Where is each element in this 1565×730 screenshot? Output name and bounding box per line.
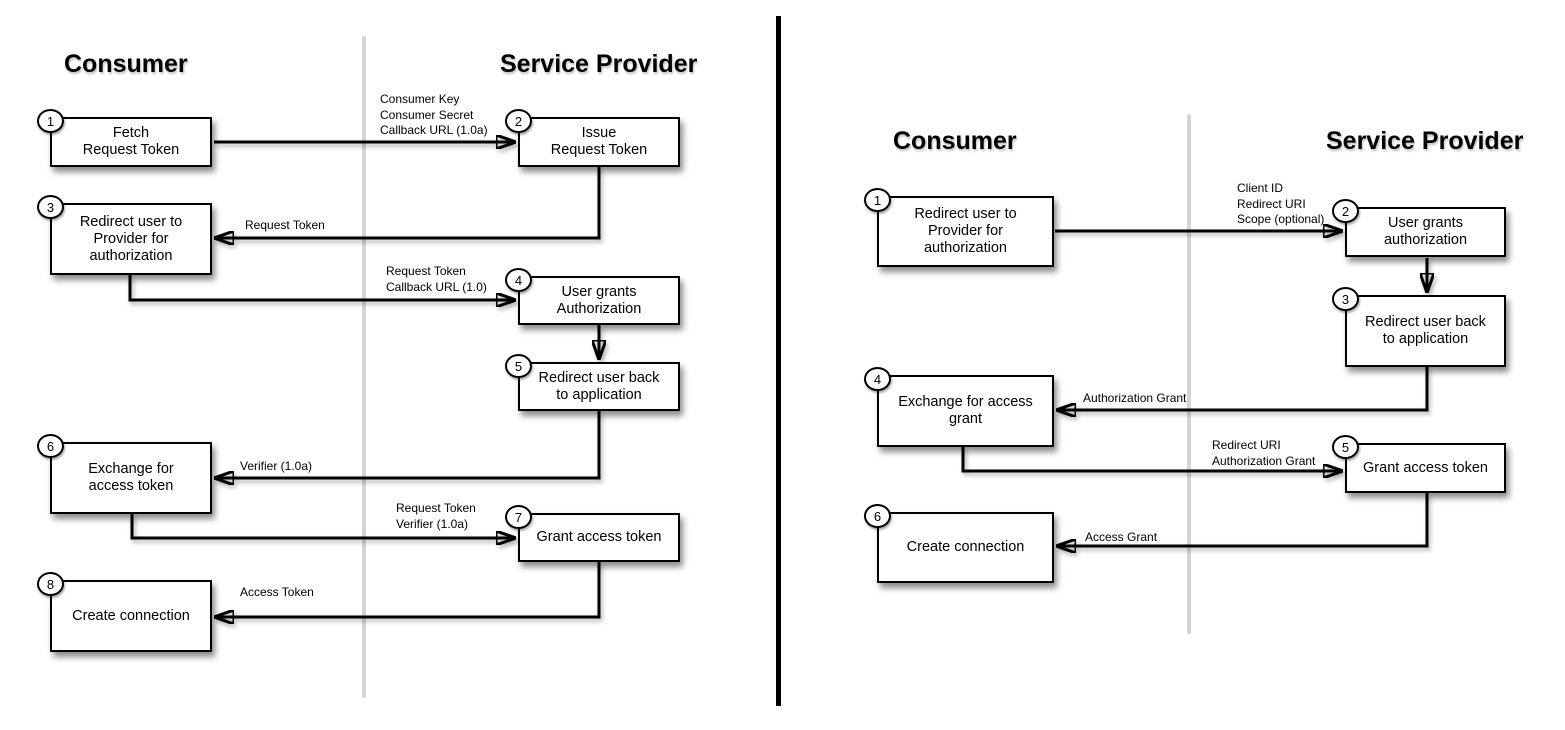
oauth1-step-8-create-connection: 8 Create connection: [37, 572, 212, 652]
oauth2-step-3-redirect-user-back: 3 Redirect user back to application: [1332, 287, 1506, 367]
arrow-label-verifier: Verifier (1.0a): [240, 459, 313, 473]
oauth2-step-4-exchange-for-access-grant: 4 Exchange for access grant: [864, 367, 1054, 447]
box-label: Create connection: [72, 607, 190, 624]
step-number-badge: 6: [864, 504, 891, 528]
step-number-badge: 7: [505, 505, 532, 529]
arrow-l6-exchange-to-grantaccess: [130, 514, 515, 538]
box-label: Grant access token: [1363, 459, 1488, 476]
oauth2-step-1-redirect-user: 1 Redirect user to Provider for authoriz…: [864, 188, 1054, 267]
arrow-label-access-token: Access Token: [240, 585, 314, 599]
box-label: Redirect user back to application: [538, 369, 660, 403]
box-label: Create connection: [906, 539, 1025, 555]
step-number-badge: 2: [505, 109, 532, 133]
oauth1-step-4-user-grants-authorization: 4 User grants Authorization: [505, 268, 680, 325]
step-number-badge: 1: [864, 188, 891, 212]
oauth1-step-1-fetch-request-token: 1 Fetch Request Token: [37, 109, 212, 167]
box-label: Exchange for access grant: [898, 394, 1033, 427]
box-label: Issue Request Token: [550, 125, 648, 158]
oauth1-step-3-redirect-user: 3 Redirect user to Provider for authoriz…: [37, 195, 212, 275]
arrow-label-request-token-callback: Request Token Callback URL (1.0): [386, 264, 487, 294]
oauth1-step-7-grant-access-token: 7 Grant access token: [505, 505, 680, 562]
step-number-badge: 5: [1332, 435, 1359, 459]
box-label: Fetch Request Token: [82, 125, 180, 158]
oauth1-step-2-issue-request-token: 2 Issue Request Token: [505, 109, 680, 167]
oauth1-step-5-redirect-user-back: 5 Redirect user back to application: [505, 354, 680, 411]
box-label: Grant access token: [536, 529, 662, 545]
oauth1-consumer-header: Consumer: [64, 50, 188, 78]
arrow-l3-redirect-to-grant: [128, 275, 515, 300]
step-number-badge: 4: [864, 367, 891, 391]
arrow-r4-exchange-to-grantaccess: [961, 447, 1342, 471]
oauth1-step-6-exchange-for-access-token: 6 Exchange for access token: [37, 434, 212, 514]
arrow-label-consumer-key: Consumer Key Consumer Secret Callback UR…: [380, 92, 488, 137]
box-label: User grants Authorization: [556, 283, 642, 317]
box-label: Redirect user to Provider for authorizat…: [914, 206, 1017, 256]
oauth1-lane-divider: [362, 36, 366, 698]
oauth2-step-6-create-connection: 6 Create connection: [864, 504, 1054, 583]
box-label: User grants authorization: [1383, 215, 1468, 248]
arrow-l2-issue-to-redirect: [215, 167, 601, 238]
arrow-label-client-id: Client ID Redirect URI Scope (optional): [1237, 181, 1325, 226]
oauth2-lane-divider: [1187, 114, 1191, 634]
oauth1-provider-header: Service Provider: [500, 50, 698, 78]
oauth2-step-2-user-grants-authorization: 2 User grants authorization: [1332, 199, 1506, 257]
box-label: Exchange for access token: [88, 461, 174, 494]
arrow-r5-grantaccess-to-create: [1057, 493, 1429, 546]
oauth2-consumer-header: Consumer: [893, 127, 1017, 155]
arrow-label-access-grant: Access Grant: [1085, 530, 1158, 544]
arrow-l5-redirectback-to-exchange: [215, 411, 601, 478]
arrow-label-authorization-grant: Authorization Grant: [1083, 391, 1187, 405]
arrow-r3-redirectback-to-exchange: [1057, 367, 1429, 410]
step-number-badge: 4: [505, 268, 532, 292]
panel-divider: [776, 16, 781, 706]
arrow-l7-grantaccess-to-create: [215, 562, 601, 617]
arrow-label-redirect-uri-authorization-grant: Redirect URI Authorization Grant: [1212, 438, 1316, 468]
step-number-badge: 8: [37, 572, 64, 596]
step-number-badge: 2: [1332, 199, 1359, 223]
box-label: Redirect user back to application: [1365, 314, 1486, 347]
step-number-badge: 3: [1332, 287, 1359, 311]
step-number-badge: 6: [37, 434, 64, 458]
oauth2-step-5-grant-access-token: 5 Grant access token: [1332, 435, 1506, 493]
arrow-label-request-token-verifier: Request Token Verifier (1.0a): [396, 501, 476, 531]
box-label: Redirect user to Provider for authorizat…: [79, 213, 183, 264]
arrow-label-request-token: Request Token: [245, 218, 325, 232]
oauth2-provider-header: Service Provider: [1326, 127, 1524, 155]
step-number-badge: 1: [37, 109, 64, 133]
step-number-badge: 3: [37, 195, 64, 219]
step-number-badge: 5: [505, 354, 532, 378]
